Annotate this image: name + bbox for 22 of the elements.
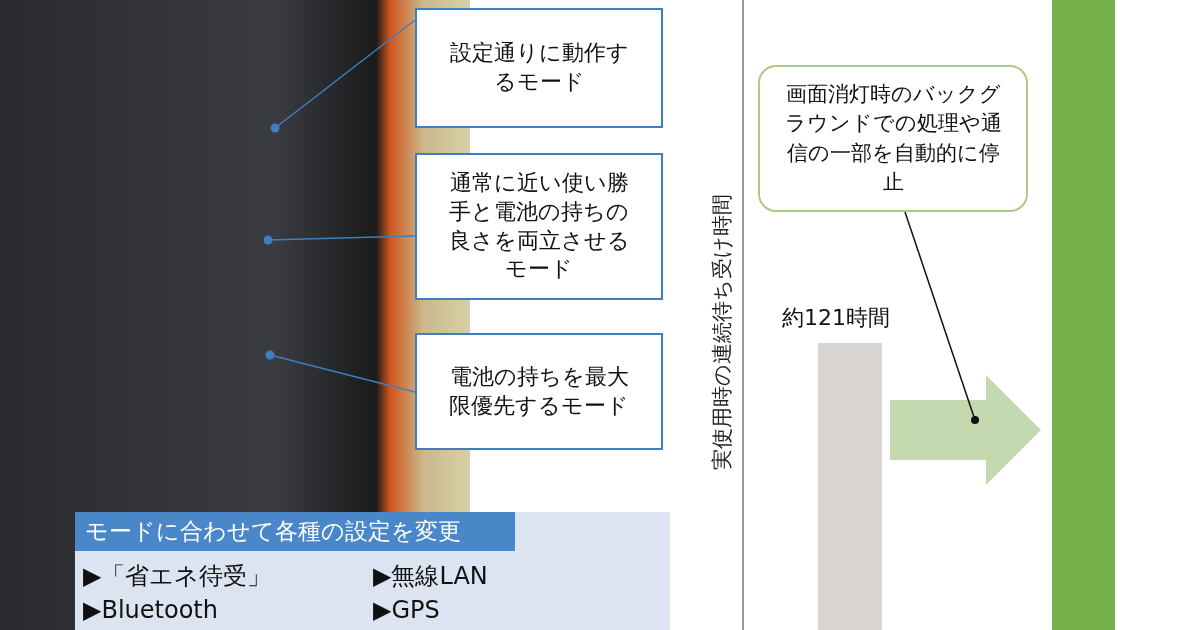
- axis-title: 実使用時の連続待ち受け時間: [709, 193, 735, 472]
- callout-text: 画面消灯時のバックグラウンドでの処理や通信の一部を自動的に停止: [784, 80, 1002, 196]
- bar: [1052, 0, 1115, 630]
- list-item: ▶Bluetooth: [83, 596, 218, 624]
- bar-label: 約121時間: [782, 304, 890, 332]
- callout-text: 電池の持ちを最大限優先するモード: [448, 362, 630, 420]
- callout-box: [758, 65, 1028, 212]
- leader-line: [270, 19, 416, 133]
- settings-panel: [75, 512, 670, 630]
- leader-line: [265, 350, 416, 393]
- panel-heading: モードに合わせて各種の設定を変更: [75, 512, 515, 551]
- leader-line: [904, 211, 980, 425]
- callout-box: [415, 153, 663, 300]
- callout-box: [415, 333, 663, 450]
- leader-line: [263, 235, 416, 245]
- list-item: ▶GPS: [373, 596, 440, 624]
- callout-text: 設定通りに動作するモード: [448, 39, 630, 96]
- callout-text: 通常に近い使い勝手と電池の持ちの良さを両立させるモード: [447, 169, 631, 284]
- block-arrow: [890, 375, 1041, 485]
- list-item: ▶「省エネ待受」: [83, 561, 272, 592]
- list-item: ▶無線LAN: [373, 561, 488, 592]
- callout-box: [415, 8, 663, 128]
